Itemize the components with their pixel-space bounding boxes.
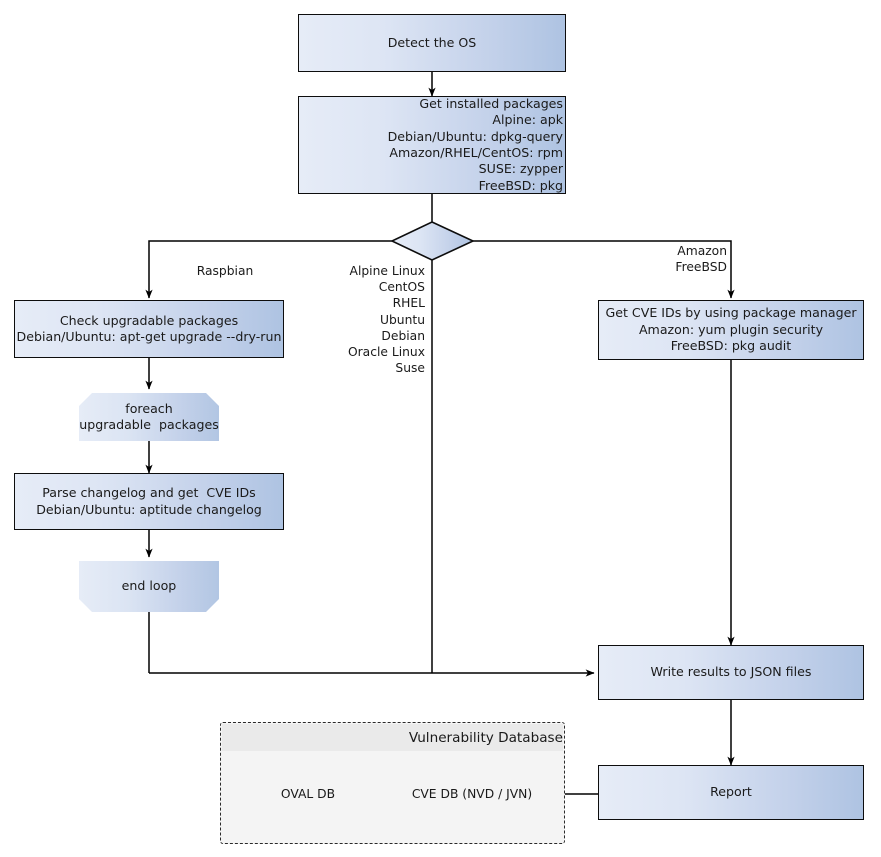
node-report-label: Report — [710, 784, 752, 800]
node-get-installed-packages[interactable]: Get installed packages Alpine: apk Debia… — [298, 96, 566, 194]
node-foreach-loop-start[interactable]: foreach upgradable packages — [79, 393, 219, 441]
node-parse-changelog-label: Parse changelog and get CVE IDs Debian/U… — [36, 485, 262, 517]
node-os-decision[interactable] — [392, 222, 473, 260]
node-write-results[interactable]: Write results to JSON files — [598, 645, 864, 700]
edge-label-right-distros: Amazon FreeBSD — [675, 244, 727, 275]
edge-label-middle-distros: Alpine Linux CentOS RHEL Ubuntu Debian O… — [347, 264, 425, 376]
node-get-installed-packages-label: Get installed packages Alpine: apk Debia… — [387, 95, 563, 193]
node-loop-end[interactable]: end loop — [79, 561, 219, 612]
vulnerability-database-title: Vulnerability Database — [222, 724, 563, 751]
cve-db-label: CVE DB (NVD / JVN) — [411, 787, 533, 801]
node-get-cve-ids[interactable]: Get CVE IDs by using package manager Ama… — [598, 300, 864, 360]
node-detect-os-label: Detect the OS — [387, 34, 477, 50]
node-check-upgradable-packages[interactable]: Check upgradable packages Debian/Ubuntu:… — [14, 300, 284, 358]
node-get-cve-ids-label: Get CVE IDs by using package manager Ama… — [605, 305, 857, 354]
node-detect-os[interactable]: Detect the OS — [298, 14, 566, 72]
oval-db-label: OVAL DB — [280, 787, 336, 801]
node-report[interactable]: Report — [598, 765, 864, 820]
node-check-upgradable-packages-label: Check upgradable packages Debian/Ubuntu:… — [16, 312, 282, 344]
edge-label-raspbian: Raspbian — [196, 264, 254, 278]
node-loop-end-label: end loop — [121, 578, 177, 594]
decision-diamond-shape — [390, 221, 475, 261]
node-write-results-label: Write results to JSON files — [650, 664, 812, 680]
node-foreach-loop-start-label: foreach upgradable packages — [79, 400, 219, 432]
node-parse-changelog[interactable]: Parse changelog and get CVE IDs Debian/U… — [14, 473, 284, 530]
